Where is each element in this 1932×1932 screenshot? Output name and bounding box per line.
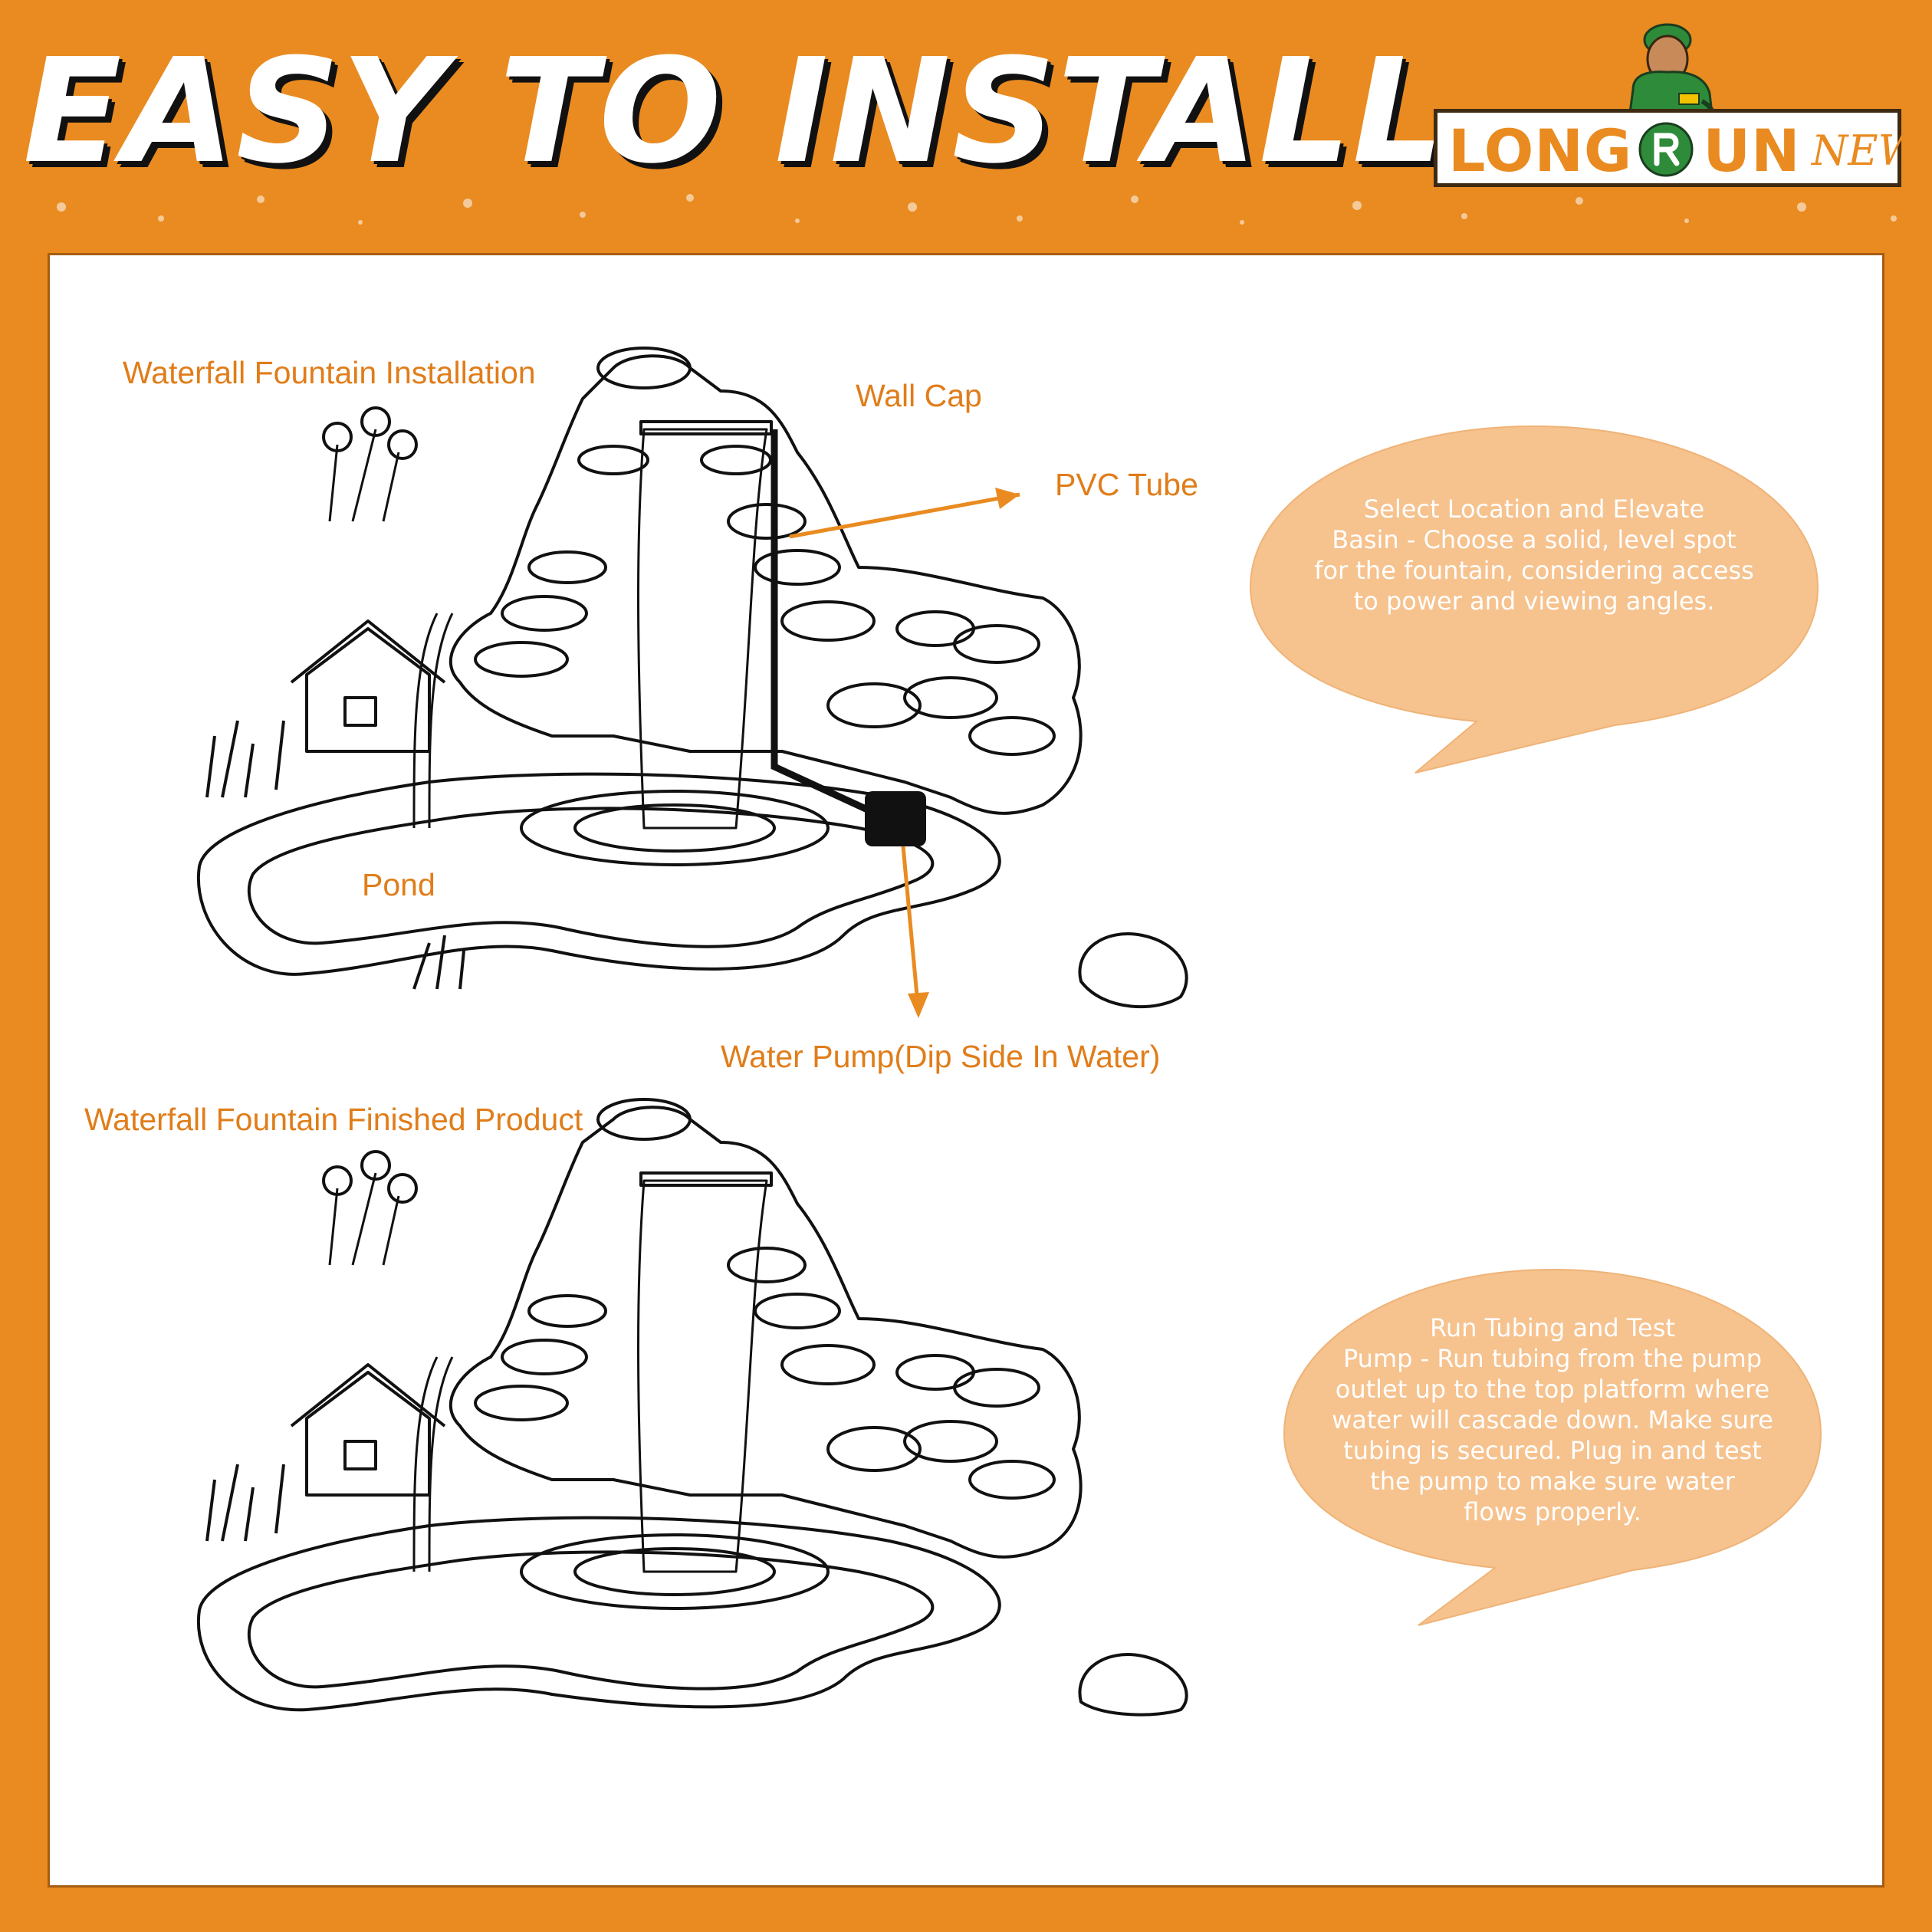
pond-label: Pond <box>362 867 435 902</box>
wall-cap-label: Wall Cap <box>856 378 982 413</box>
pvc-tube-label: PVC Tube <box>1055 467 1198 502</box>
speech-bubble-1: Select Location and Elevate Basin - Choo… <box>1247 411 1822 779</box>
speech-bubble-icon <box>1283 1268 1822 1626</box>
logo-suffix: NEW <box>1812 127 1921 175</box>
diagram-top-title: Waterfall Fountain Installation <box>123 355 536 390</box>
bubble-1-text: Select Location and Elevate Basin - Choo… <box>1314 495 1754 616</box>
diagram-bottom-title: Waterfall Fountain Finished Product <box>84 1102 583 1137</box>
pump-label: Water Pump(Dip Side In Water) <box>721 1039 1161 1074</box>
logo-r-icon <box>1638 122 1694 177</box>
bubble-2-text: Run Tubing and Test Pump - Run tubing fr… <box>1332 1313 1773 1526</box>
speech-bubble-icon <box>1249 425 1819 774</box>
speech-bubble-2: Run Tubing and Test Pump - Run tubing fr… <box>1280 1257 1825 1633</box>
fountain-finished-illustration <box>196 1098 1188 1717</box>
grunge-edge <box>0 176 1932 258</box>
headline: EASY TO INSTALL <box>23 28 1446 196</box>
fountain-illustration <box>196 347 1188 1018</box>
